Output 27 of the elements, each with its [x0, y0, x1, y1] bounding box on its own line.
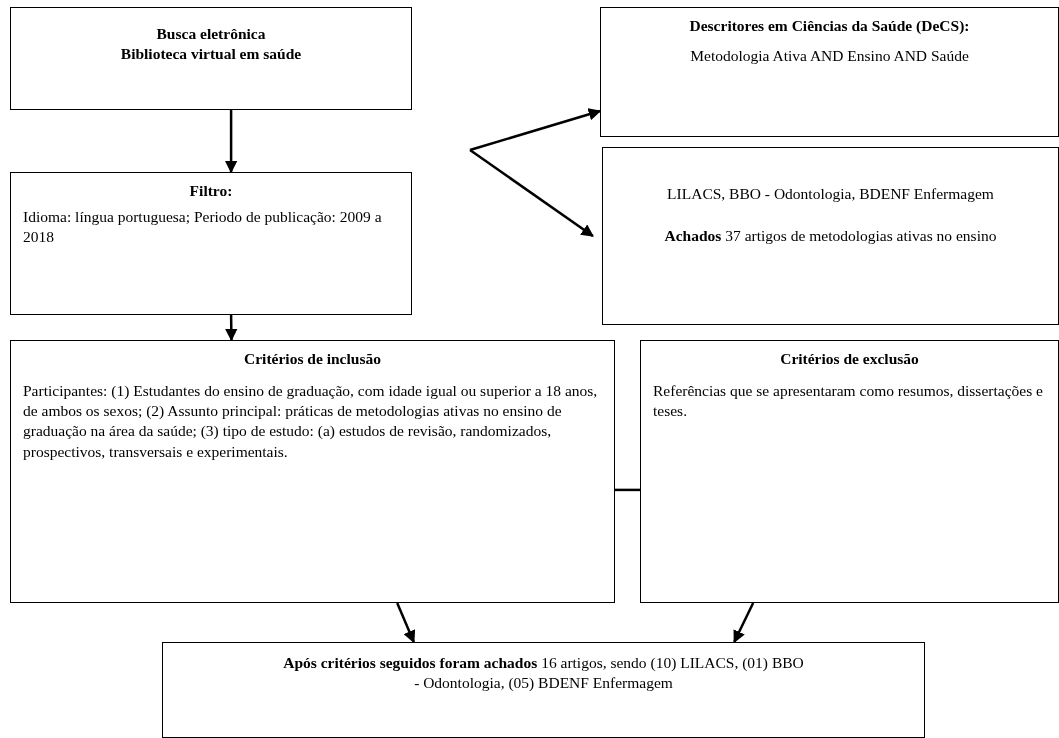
box-text: Após critérios seguidos foram achados 16 artigos, sendo (10) LILACS, (01) BBO - Odontologia, (05) BDENF Enfermagem — [283, 653, 804, 694]
arrow — [469, 148, 594, 238]
box-heading: Critérios de exclusão — [779, 349, 920, 369]
box-heading: Critérios de inclusão — [243, 349, 382, 369]
arrow — [469, 108, 602, 152]
connector-line — [615, 488, 640, 492]
box-text: Biblioteca virtual em saúde — [119, 44, 303, 65]
box-text: LILACS, BBO - Odontologia, BDENF Enfermagem — [666, 184, 995, 204]
process-box — [600, 7, 1059, 137]
box-text: Achados 37 artigos de metodologias ativas no ensino — [663, 226, 998, 247]
process-box — [10, 7, 412, 110]
process-box — [10, 172, 412, 315]
box-heading: Descritores em Ciências da Saúde (DeCS): — [688, 16, 971, 36]
arrow — [224, 110, 238, 174]
process-box — [162, 642, 925, 738]
process-box — [602, 147, 1059, 325]
process-box — [10, 340, 615, 603]
arrow — [396, 602, 416, 644]
box-text: Referências que se apresentaram como resumos, dissertações e teses. — [653, 381, 1044, 422]
box-heading: Filtro: — [188, 181, 234, 201]
arrow — [733, 602, 755, 644]
box-text: Idioma: língua portuguesa; Periodo de publicação: 2009 a 2018 — [23, 207, 383, 248]
box-text: Participantes: (1) Estudantes do ensino de graduação, com idade igual ou superior a 18 anos, de ambos os sexos; (2) Assunto principal: práticas de metodologias ativas no ensino de graduação na área da saúde; (3) tipo de estudo: (a) estudos de revisão, randomizados, prospectivos, transversais e experimentais. — [23, 381, 599, 462]
box-text: Metodologia Ativa AND Ensino AND Saúde — [689, 46, 970, 67]
process-box — [640, 340, 1059, 603]
arrow — [225, 315, 238, 342]
box-heading: Busca eletrônica — [155, 24, 267, 44]
